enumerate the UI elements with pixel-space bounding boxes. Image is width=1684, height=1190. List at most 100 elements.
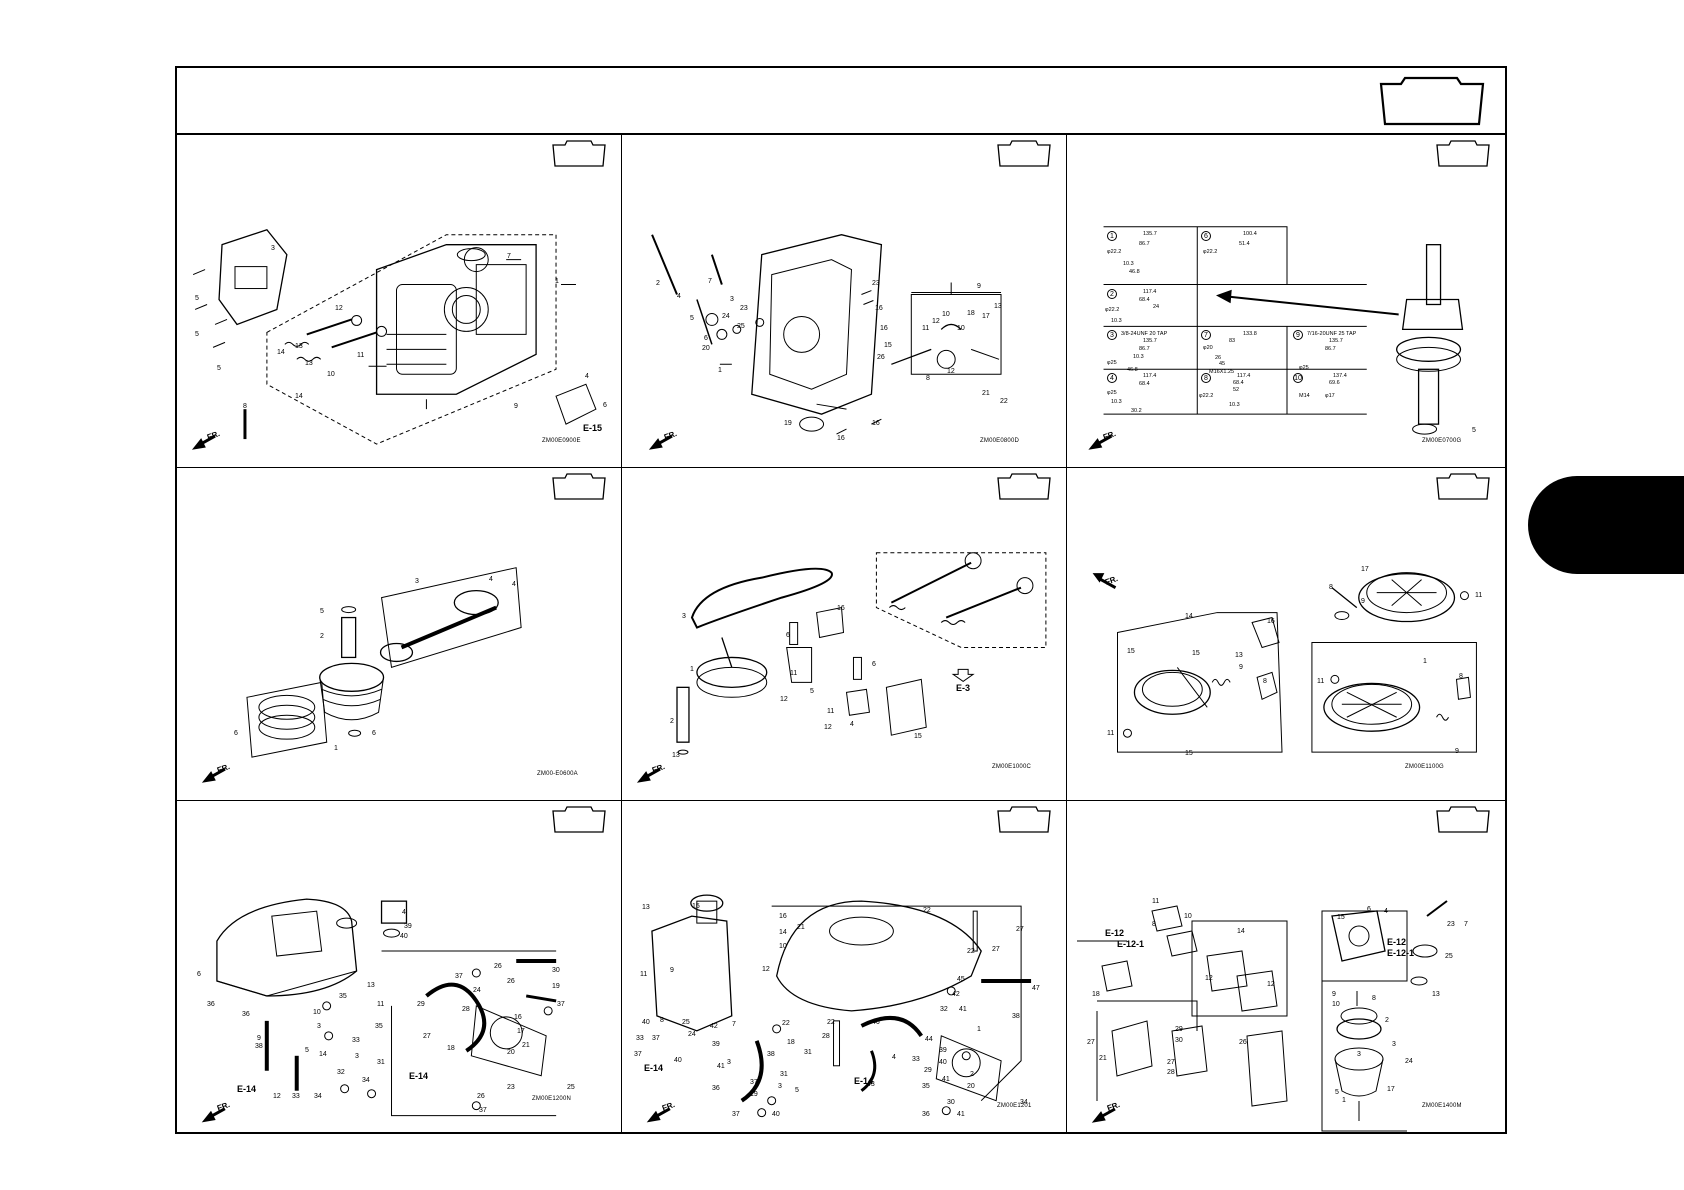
callout-number: 1 [718, 367, 722, 374]
callout-number: 2 [320, 633, 324, 640]
callout-number: 3 [727, 1059, 731, 1066]
callout-number: 12 [1205, 975, 1213, 982]
callout-number: 15 [1127, 648, 1135, 655]
spec-dimension: φ25 [1107, 390, 1117, 396]
callout-number: 5 [305, 1047, 309, 1054]
callout-number: 15 [1337, 914, 1345, 921]
callout-number: 12 [1267, 981, 1275, 988]
spec-dimension: M14 [1299, 393, 1310, 399]
callout-number: 40 [772, 1111, 780, 1118]
callout-number: 17 [517, 1028, 525, 1035]
diagram-code: ZM00E1100G [1405, 764, 1444, 770]
callout-number: 13 [1432, 991, 1440, 998]
callout-number: 12 [762, 966, 770, 973]
spec-dimension: φ17 [1325, 393, 1335, 399]
callout-number: 21 [797, 924, 805, 931]
spec-number: 9 [1293, 330, 1303, 340]
callout-number: 9 [1332, 991, 1336, 998]
panel-tab-icon [552, 473, 606, 500]
callout-number: 28 [1167, 1069, 1175, 1076]
spec-number: 4 [1107, 373, 1117, 383]
callout-number: 31 [780, 1071, 788, 1078]
panel-tab-icon [552, 806, 606, 833]
callout-number: 24 [688, 1031, 696, 1038]
spec-number: 3 [1107, 330, 1117, 340]
callout-number: 18 [1092, 991, 1100, 998]
callout-number: 33 [912, 1056, 920, 1063]
callout-number: 5 [1472, 427, 1476, 434]
callout-number: 4 [892, 1054, 896, 1061]
callout-number: 42 [710, 1023, 718, 1030]
callout-number: 12 [947, 368, 955, 375]
reference-label: E-12 [1387, 937, 1407, 947]
spec-dimension: 135.7 [1329, 338, 1343, 344]
callout-number: 15 [1185, 750, 1193, 757]
callout-number: 32 [940, 1006, 948, 1013]
callout-number: 35 [339, 993, 347, 1000]
callout-number: 21 [982, 390, 990, 397]
callout-number: 12 [780, 696, 788, 703]
callout-number: 18 [787, 1039, 795, 1046]
callout-number: 21 [522, 1042, 530, 1049]
callout-number: 10 [957, 325, 965, 332]
callout-number: 6 [786, 632, 790, 639]
callout-number: 11 [640, 971, 648, 978]
spec-dimension: φ25 [1107, 360, 1117, 366]
callout-number: 5 [195, 295, 199, 302]
callout-number: 38 [767, 1051, 775, 1058]
panel-recoil-starter: 17 8 9 11 14 16 15 15 13 9 8 1 11 8 11 1… [1067, 468, 1505, 801]
callout-number: 11 [922, 325, 930, 332]
callout-number: 7 [1464, 921, 1468, 928]
callout-number: 1 [690, 666, 694, 673]
callout-number: 14 [277, 349, 285, 356]
spec-dimension: 69.6 [1329, 380, 1340, 386]
spec-number: 7 [1201, 330, 1211, 340]
spec-dimension: φ22.2 [1107, 249, 1122, 255]
callout-number: 18 [447, 1045, 455, 1052]
callout-number: 27 [1087, 1039, 1095, 1046]
callout-number: 44 [925, 1036, 933, 1043]
callout-number: 24 [722, 313, 730, 320]
callout-number: 16 [779, 913, 787, 920]
callout-number: 26 [477, 1093, 485, 1100]
callout-number: 1 [1423, 658, 1427, 665]
reference-label: E-3 [956, 683, 971, 693]
callout-number: 40 [642, 1019, 650, 1026]
callout-number: 25 [682, 1019, 690, 1026]
callout-number: 20 [507, 1049, 515, 1056]
callout-number: 29 [924, 1067, 932, 1074]
spec-dimension: 10.3 [1123, 261, 1134, 267]
callout-number: 3 [1392, 1041, 1396, 1048]
callout-number: 16 [880, 325, 888, 332]
callout-number: 47 [1032, 985, 1040, 992]
spec-dimension: 7/16-20UNF 25 TAP [1307, 331, 1357, 337]
callout-number: 13 [672, 752, 680, 759]
callout-number: 6 [372, 730, 376, 737]
callout-number: 2 [1385, 1017, 1389, 1024]
callout-number: 11 [1107, 730, 1115, 737]
diagram-grid: 3 5 5 5 7 1 12 13 14 13 14 10 11 8 9 4 6… [177, 135, 1505, 1134]
diagram-code: ZM00-E0600A [537, 771, 578, 777]
spec-dimension: 51.4 [1239, 241, 1250, 247]
reference-label: E-15 [583, 423, 603, 433]
spec-dimension: 10.3 [1133, 354, 1144, 360]
spec-dimension: 135.7 [1143, 338, 1157, 344]
callout-number: 37 [479, 1107, 487, 1114]
callout-number: 1 [334, 745, 338, 752]
callout-number: 14 [295, 393, 303, 400]
callout-number: 26 [1239, 1039, 1247, 1046]
callout-number: 38 [1012, 1013, 1020, 1020]
callout-number: 4 [402, 909, 406, 916]
spec-dimension: 133.8 [1243, 331, 1257, 337]
page-header [177, 68, 1505, 135]
callout-number: 5 [795, 1087, 799, 1094]
spec-number: 8 [1201, 373, 1211, 383]
callout-number: 8 [660, 1017, 664, 1024]
callout-number: 10 [1332, 1001, 1340, 1008]
callout-number: 33 [292, 1093, 300, 1100]
callout-number: 14 [319, 1051, 327, 1058]
callout-number: 10 [942, 311, 950, 318]
callout-number: 5 [195, 331, 199, 338]
panel-piston: 3 4 4 5 2 6 6 1 FR. ZM00-E0600A [177, 468, 622, 801]
callout-number: 11 [790, 670, 798, 677]
